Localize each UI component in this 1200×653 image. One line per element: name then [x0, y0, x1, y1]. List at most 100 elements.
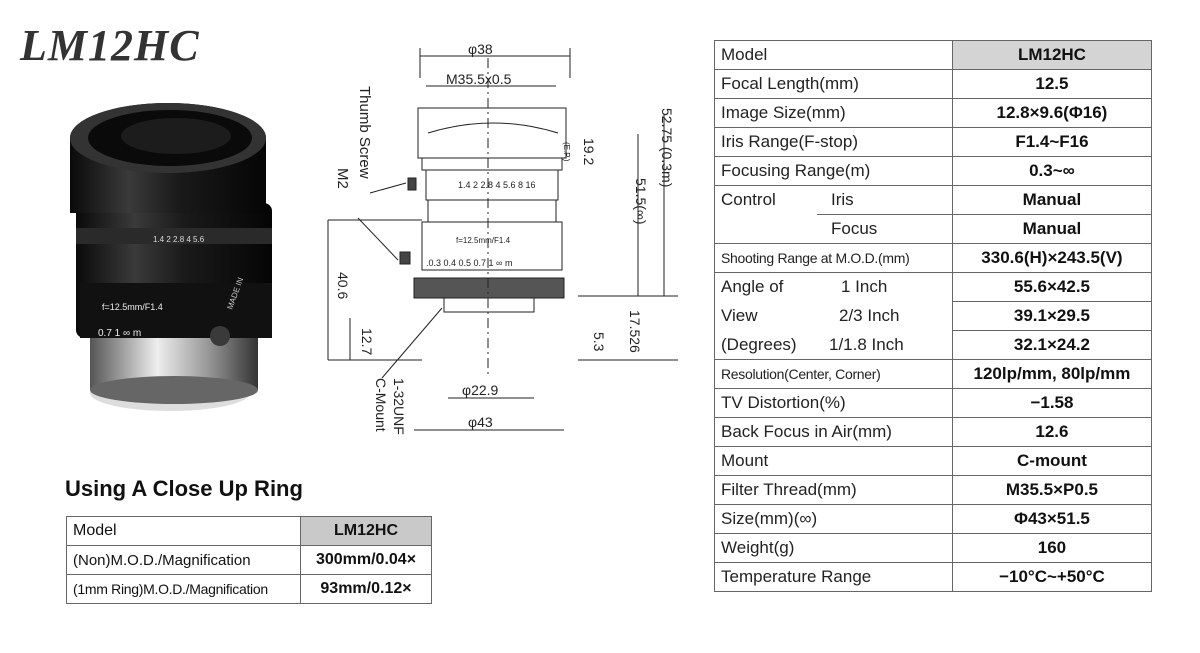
spec-row: Image Size(mm)12.8×9.6(Φ16)	[714, 98, 1153, 128]
closeup-row: (1mm Ring)M.O.D./Magnification 93mm/0.12…	[66, 574, 432, 604]
dim-19-2: 19.2	[581, 138, 597, 165]
spec-row: Focusing Range(m)0.3~∞	[714, 156, 1153, 186]
spec-value-shooting: 330.6(H)×243.5(V)	[951, 243, 1153, 273]
spec-label-iris: Iris	[817, 185, 953, 215]
spec-empty-cell	[714, 214, 817, 244]
spec-label-angle-2: View	[714, 301, 817, 331]
spec-row: Temperature Range−10°C~+50°C	[714, 562, 1153, 592]
spec-table: Model LM12HC Focal Length(mm)12.5 Image …	[714, 40, 1153, 592]
spec-label-shooting: Shooting Range at M.O.D.(mm)	[714, 243, 953, 273]
closeup-header-row: Model LM12HC	[66, 516, 432, 546]
spec-label: Mount	[714, 446, 953, 476]
closeup-header-value: LM12HC	[300, 516, 432, 546]
spec-row-control-iris: Control Iris Manual	[714, 185, 1153, 215]
closeup-value: 300mm/0.04×	[300, 545, 432, 575]
spec-row-angle: (Degrees) 1/1.8 Inch 32.1×24.2	[714, 330, 1153, 360]
thumb-screw	[210, 326, 230, 346]
spec-value-angle: 55.6×42.5	[951, 272, 1153, 302]
dim-52-75: 52.75 (0.3m)	[659, 108, 675, 187]
spec-row-angle: Angle of 1 Inch 55.6×42.5	[714, 272, 1153, 302]
photo-focus-scale: 0.7 1 ∞ m	[98, 328, 141, 339]
closeup-value: 93mm/0.12×	[300, 574, 432, 604]
spec-label-resolution: Resolution(Center, Corner)	[714, 359, 953, 389]
spec-row: Iris Range(F-stop)F1.4~F16	[714, 127, 1153, 157]
spec-value: M35.5×P0.5	[951, 475, 1153, 505]
spec-row: Size(mm)(∞)Φ43×51.5	[714, 504, 1153, 534]
technical-drawing: φ38 M35.5x0.5 1.4 2 2.8 4 5.6 8 16 f=12.…	[327, 41, 678, 435]
lens-photo: 1.4 2 2.8 4 5.6 f=12.5mm/F1.4 MADE IN 0.…	[70, 103, 272, 411]
spec-value: 12.6	[951, 417, 1153, 447]
spec-label: Temperature Range	[714, 562, 953, 592]
dim-38: φ38	[468, 41, 493, 57]
dim-40-6: 40.6	[335, 272, 351, 299]
spec-value-angle: 39.1×29.5	[951, 301, 1153, 331]
spec-row: Shooting Range at M.O.D.(mm)330.6(H)×243…	[714, 243, 1153, 273]
photo-focal-label: f=12.5mm/F1.4	[102, 302, 163, 312]
spec-value: −1.58	[951, 388, 1153, 418]
spec-value: −10°C~+50°C	[951, 562, 1153, 592]
spec-row: Resolution(Center, Corner)120lp/mm, 80lp…	[714, 359, 1153, 389]
spec-label: Weight(g)	[714, 533, 953, 563]
spec-row: Back Focus in Air(mm)12.6	[714, 417, 1153, 447]
dim-focal-label: f=12.5mm/F1.4	[456, 236, 511, 245]
spec-row: Weight(g)160	[714, 533, 1153, 563]
closeup-label: (1mm Ring)M.O.D./Magnification	[66, 574, 301, 604]
spec-value: 160	[951, 533, 1153, 563]
spec-label: Focal Length(mm)	[714, 69, 953, 99]
spec-row: TV Distortion(%)−1.58	[714, 388, 1153, 418]
closeup-table: Model LM12HC (Non)M.O.D./Magnification 3…	[66, 516, 432, 604]
spec-value-resolution: 120lp/mm, 80lp/mm	[951, 359, 1153, 389]
closeup-title: Using A Close Up Ring	[65, 476, 303, 501]
spec-label: Size(mm)(∞)	[714, 504, 953, 534]
spec-label: Filter Thread(mm)	[714, 475, 953, 505]
spec-label-angle-size: 1/1.8 Inch	[817, 330, 953, 360]
product-title: LM12HC	[20, 21, 200, 70]
dim-thread: M35.5x0.5	[446, 71, 512, 87]
closeup-header-label: Model	[66, 516, 301, 546]
spec-label-focus: Focus	[817, 214, 953, 244]
spec-label: Focusing Range(m)	[714, 156, 953, 186]
label-m2: M2	[334, 168, 351, 189]
spec-header-value: LM12HC	[951, 40, 1153, 70]
spec-value: 12.8×9.6(Φ16)	[951, 98, 1153, 128]
label-c-mount: C-Mount	[373, 378, 389, 432]
spec-value: Φ43×51.5	[951, 504, 1153, 534]
spec-row-control-focus: Focus Manual	[714, 214, 1153, 244]
dim-22-9: φ22.9	[462, 382, 499, 398]
spec-value: C-mount	[951, 446, 1153, 476]
dim-5-3: 5.3	[591, 332, 607, 352]
spec-row: Filter Thread(mm)M35.5×P0.5	[714, 475, 1153, 505]
spec-label-control: Control	[714, 185, 817, 215]
photo-aperture-scale: 1.4 2 2.8 4 5.6	[153, 235, 205, 244]
spec-value-angle: 32.1×24.2	[951, 330, 1153, 360]
spec-value-iris: Manual	[951, 185, 1153, 215]
spec-label: Back Focus in Air(mm)	[714, 417, 953, 447]
spec-value-focus: Manual	[951, 214, 1153, 244]
spec-label: TV Distortion(%)	[714, 388, 953, 418]
spec-header-row: Model LM12HC	[714, 40, 1153, 70]
closeup-row: (Non)M.O.D./Magnification 300mm/0.04×	[66, 545, 432, 575]
dim-focus-scale: .0.3 0.4 0.5 0.7 1 ∞ m	[426, 258, 512, 268]
spec-value: 0.3~∞	[951, 156, 1153, 186]
spec-label-angle-size: 1 Inch	[817, 272, 953, 302]
spec-row: Focal Length(mm)12.5	[714, 69, 1153, 99]
spec-label-angle-1: Angle of	[714, 272, 817, 302]
dim-51-5: 51.5(∞)	[633, 178, 649, 225]
closeup-label: (Non)M.O.D./Magnification	[66, 545, 301, 575]
label-1-32unf: 1-32UNF	[391, 378, 407, 435]
spec-row-angle: View 2/3 Inch 39.1×29.5	[714, 301, 1153, 331]
spec-value: F1.4~F16	[951, 127, 1153, 157]
dim-ep: (E.P.)	[562, 142, 571, 162]
dim-43: φ43	[468, 414, 493, 430]
dim-iris-scale: 1.4 2 2.8 4 5.6 8 16	[458, 180, 536, 190]
dim-12-7: 12.7	[359, 328, 375, 355]
spec-label: Image Size(mm)	[714, 98, 953, 128]
label-thumb-screw: Thumb Screw	[356, 86, 373, 179]
spec-label: Iris Range(F-stop)	[714, 127, 953, 157]
dim-17-526: 17.526	[627, 310, 643, 353]
spec-label-angle-3: (Degrees)	[714, 330, 817, 360]
spec-label-angle-size: 2/3 Inch	[817, 301, 953, 331]
spec-value: 12.5	[951, 69, 1153, 99]
spec-header-label: Model	[714, 40, 953, 70]
